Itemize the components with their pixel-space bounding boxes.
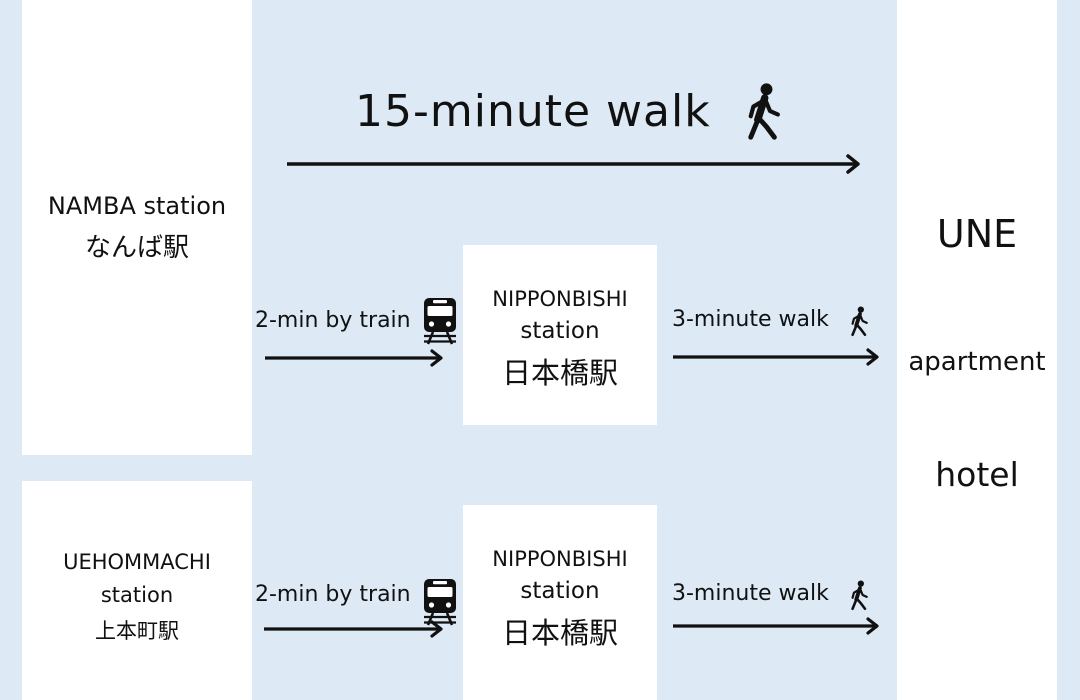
nipponbishi-name-ja-bottom: 日本橋駅	[501, 616, 618, 650]
namba-walk-arrow	[673, 348, 879, 366]
nipponbishi-name-ja-top: 日本橋駅	[501, 356, 618, 390]
uehommachi-walk-arrow	[673, 617, 879, 635]
train-icon	[422, 297, 458, 345]
nipponbishi-box-top	[463, 245, 657, 425]
walking-person-icon	[742, 79, 784, 143]
nipponbishi-station-top: station	[520, 318, 600, 344]
walking-person-icon	[848, 304, 870, 338]
walking-person-icon	[848, 578, 870, 612]
uehommachi-station-name-ja: 上本町駅	[95, 619, 179, 643]
uehommachi-train-label: 2-min by train	[255, 582, 411, 607]
long-walk-arrow	[287, 154, 860, 174]
long-walk-label: 15-minute walk	[355, 86, 711, 137]
namba-walk-label: 3-minute walk	[672, 307, 829, 332]
namba-panel	[22, 0, 252, 455]
nipponbishi-name-bottom: NIPPONBISHI	[492, 547, 628, 571]
uehommachi-walk-label: 3-minute walk	[672, 581, 829, 606]
destination-panel	[897, 0, 1057, 700]
uehommachi-train-arrow	[264, 620, 443, 638]
uehommachi-station-name-2: station	[100, 583, 174, 607]
uehommachi-panel	[22, 481, 252, 700]
namba-train-label: 2-min by train	[255, 308, 411, 333]
destination-type-apartment: apartment	[908, 347, 1046, 377]
nipponbishi-box-bottom	[463, 505, 657, 700]
namba-station-name: NAMBA station	[47, 192, 227, 220]
destination-type-hotel: hotel	[935, 455, 1019, 494]
destination-name: UNE	[936, 212, 1018, 256]
namba-station-name-ja: なんば駅	[84, 233, 189, 263]
uehommachi-station-name: UEHOMMACHI	[63, 550, 211, 574]
nipponbishi-station-bottom: station	[520, 578, 600, 604]
nipponbishi-name-top: NIPPONBISHI	[492, 287, 628, 311]
namba-train-arrow	[265, 349, 443, 367]
